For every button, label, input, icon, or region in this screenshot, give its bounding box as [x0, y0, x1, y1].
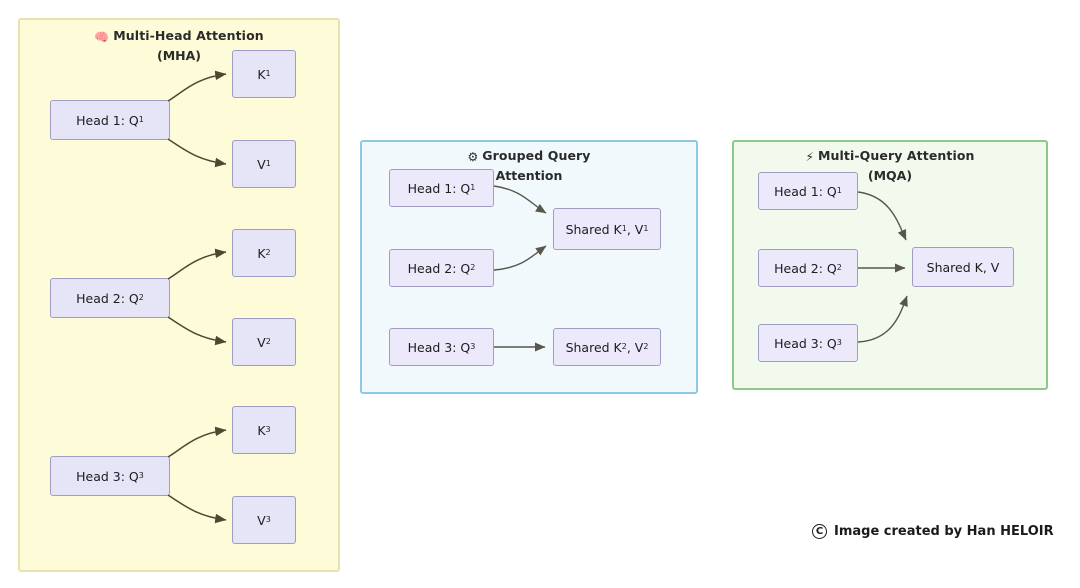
- node-label: Head 1: Q: [407, 180, 471, 196]
- panel-subtitle-gqa: Attention: [495, 168, 563, 183]
- node-label: Head 3: Q: [407, 339, 471, 355]
- panel-title-gqa-text: Grouped Query: [482, 148, 591, 163]
- node-label: Head 2: Q: [774, 260, 837, 276]
- panel-title-mqa: ⚡Multi-Query Attention: [734, 148, 1046, 165]
- brain-icon: 🧠: [94, 30, 110, 44]
- copyright-icon: C: [812, 524, 827, 539]
- node-label: Head 2: Q: [407, 260, 471, 276]
- node-label: V: [257, 334, 266, 350]
- node-mqa-shared[interactable]: Shared K, V: [912, 247, 1014, 287]
- panel-title-mha-text: Multi-Head Attention: [113, 28, 264, 43]
- gear-icon: ⚙: [467, 150, 479, 164]
- panel-subtitle-mqa: (MQA): [867, 168, 913, 183]
- node-label: Head 3: Q: [76, 468, 139, 484]
- panel-title-mha: 🧠Multi-Head Attention: [20, 28, 338, 45]
- node-label-2: , V: [626, 339, 644, 355]
- node-label: K: [257, 245, 266, 261]
- node-label: V: [257, 512, 266, 528]
- node-label: Shared K, V: [926, 259, 1000, 275]
- node-label: Head 3: Q: [774, 335, 837, 351]
- credit-text: Image created by Han HELOIR: [834, 524, 1054, 539]
- panel-title-gqa: ⚙Grouped Query: [362, 148, 696, 165]
- node-label: Head 1: Q: [76, 112, 139, 128]
- node-label: Shared K: [565, 339, 622, 355]
- panel-title-mqa-text: Multi-Query Attention: [817, 148, 975, 163]
- panel-subtitle-mha: (MHA): [156, 48, 201, 63]
- lightning-icon: ⚡: [805, 150, 814, 164]
- node-label: Shared K: [565, 221, 622, 237]
- node-label: Head 1: Q: [774, 183, 837, 199]
- node-label: K: [257, 66, 266, 82]
- node-label: V: [257, 156, 266, 172]
- credit-line: C Image created by Han HELOIR: [812, 524, 1054, 539]
- node-label: K: [257, 422, 266, 438]
- node-label-2: , V: [626, 221, 644, 237]
- node-label: Head 2: Q: [76, 290, 139, 306]
